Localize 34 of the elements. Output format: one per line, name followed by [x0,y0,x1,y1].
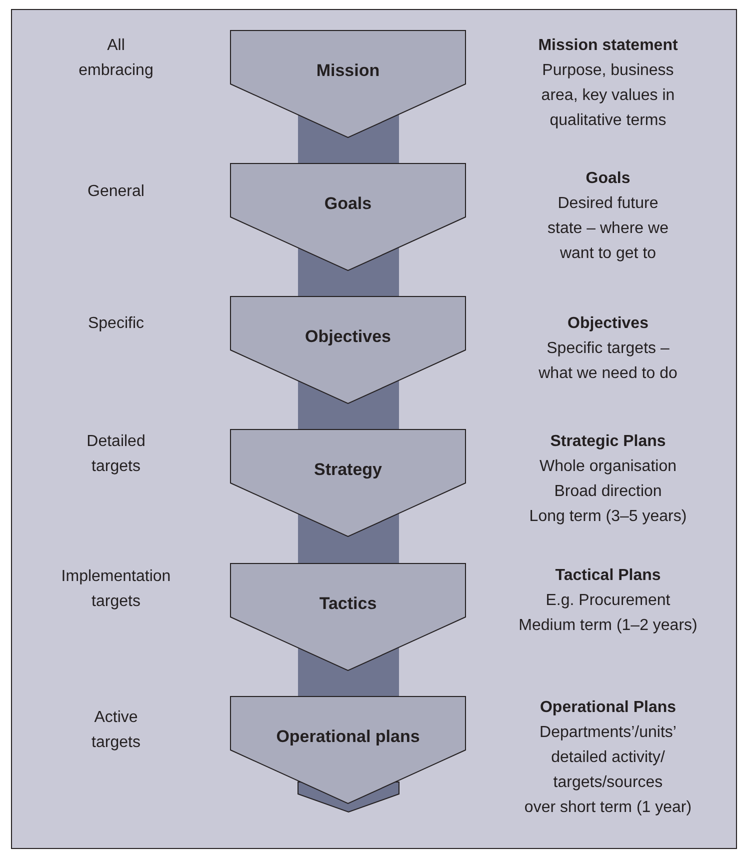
plan-description: E.g. Procurement [544,591,672,611]
plan-heading: Objectives [566,314,650,334]
chevron-shape [230,30,466,138]
level-label: Specific [86,314,146,334]
plan-description: Purpose, business area, key values in qualitative terms [540,61,676,131]
level-label: Active targets [90,708,142,753]
plan-heading: Mission statement [537,36,679,56]
stage-label: Objectives [304,326,392,348]
chevron-shape [230,296,466,404]
plan-heading: Strategic Plans [549,432,667,452]
chevron-shape [230,563,466,671]
plan-heading: Goals [584,169,632,189]
stage-label: Tactics [318,592,378,614]
connector-bar [298,648,399,696]
plan-heading: Tactical Plans [554,566,662,586]
plan-description: Medium term (1–2 years) [518,616,698,636]
stage-label: Goals [323,192,373,214]
plan-description: Broad direction [553,482,663,502]
stage-label: Mission [315,60,381,82]
plan-description: over short term (1 year) [523,798,693,818]
plan-description: Specific targets – what we need to do [538,339,678,384]
level-label: General [86,182,146,202]
stage-label: Operational plans [275,726,421,748]
chevron-shape [230,163,466,271]
plan-description: Long term (3–5 years) [528,507,688,527]
level-label: Implementation targets [60,567,172,612]
chevron-shape [230,429,466,537]
plan-heading: Operational Plans [538,698,678,718]
level-label: Detailed targets [86,432,146,477]
stage-label: Strategy [312,458,384,481]
chevron-shape [230,696,466,804]
plan-description: Desired future state – where we want to get to [546,194,670,264]
level-label: All embracing [78,36,154,81]
plan-description: Whole organisation [538,457,678,477]
